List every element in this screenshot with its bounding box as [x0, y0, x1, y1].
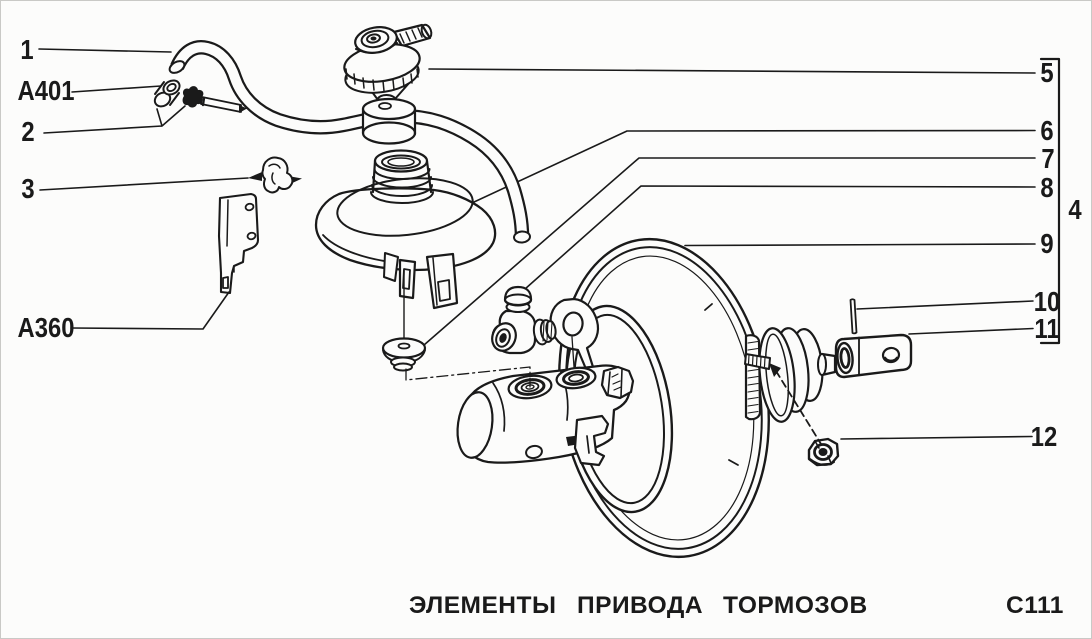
mounting-bushing: [361, 97, 417, 145]
callout-11: 11: [1034, 313, 1060, 344]
a401-fitting: [153, 79, 181, 108]
figure-code: C111: [1006, 592, 1064, 619]
caption-word-2: ПРИВОДА: [577, 592, 704, 619]
booster-bellows: [758, 327, 824, 423]
callout-5: 5: [1040, 57, 1054, 88]
callout-3: 3: [21, 173, 35, 204]
callout-8: 8: [1040, 172, 1054, 203]
callout-12: 12: [1030, 421, 1058, 452]
retaining-pin: [849, 298, 858, 335]
hex-nut: [807, 437, 840, 467]
leader-lines: [38, 48, 1061, 445]
elbow-union: [491, 285, 557, 355]
callout-7: 7: [1041, 143, 1055, 174]
caption-word-1: ЭЛЕМЕНТЫ: [409, 592, 557, 619]
callout-a401: A401: [17, 75, 75, 106]
callout-9: 9: [1040, 228, 1054, 259]
callout-4: 4: [1068, 194, 1082, 225]
a360-bracket: [217, 192, 260, 295]
group-bracket-4: [1039, 57, 1061, 345]
hose-clamp: [248, 156, 302, 194]
master-cylinder: [456, 364, 635, 467]
callout-a360: A360: [17, 312, 75, 343]
fluid-reservoir: [314, 149, 497, 310]
pushrod-coupler: [834, 333, 913, 379]
caption-word-3: ТОРМОЗОВ: [723, 592, 868, 619]
callout-10: 10: [1033, 286, 1061, 317]
booster-rear-hub: [744, 334, 762, 421]
callout-6: 6: [1040, 115, 1054, 146]
rubber-grommet: [381, 270, 427, 372]
callout-2: 2: [21, 116, 35, 147]
booster-threaded-stud: [744, 353, 771, 370]
vacuum-hose: [168, 40, 531, 244]
check-valve: [182, 86, 247, 113]
callout-1: 1: [20, 34, 34, 65]
